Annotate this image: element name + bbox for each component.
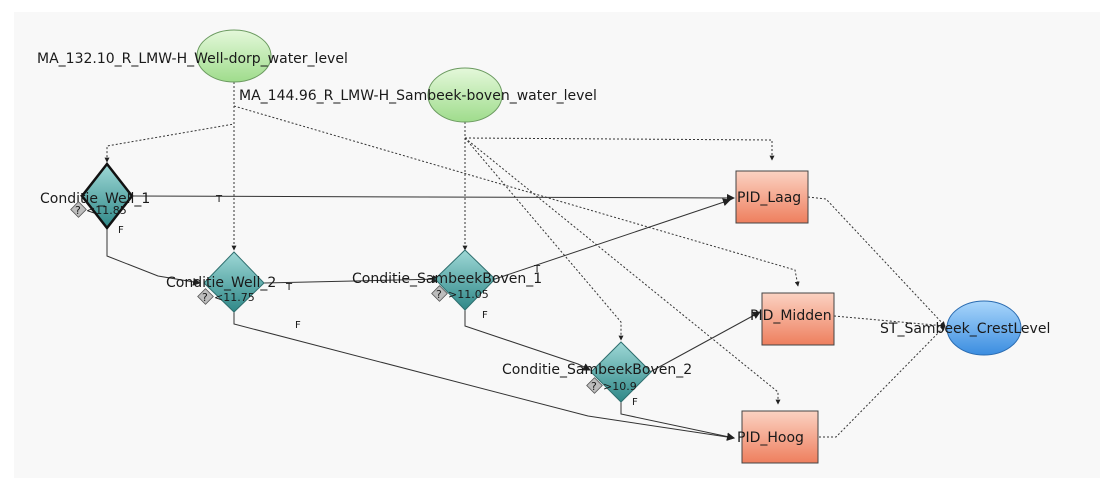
edge-well1-false-well2 bbox=[106, 228, 201, 286]
branch-label-true: T bbox=[533, 264, 541, 275]
input-node-sambeek-boven[interactable]: MA_144.96_R_LMW-H_Sambeek-boven_water_le… bbox=[239, 67, 597, 123]
pid-node-midden[interactable]: PID_Midden bbox=[750, 292, 835, 346]
pid-node-hoog[interactable]: PID_Hoog bbox=[737, 410, 819, 464]
edge-sambeek-to-laag bbox=[464, 122, 775, 161]
input-node-welldorp[interactable]: MA_132.10_R_LMW-H_Well-dorp_water_level bbox=[37, 29, 348, 83]
help-icon-glyph: ? bbox=[591, 380, 597, 393]
branch-label-false: F bbox=[295, 320, 301, 331]
edge-well2-true-cond1 bbox=[263, 275, 441, 284]
condition-node-sambeek-2[interactable]: Conditie_SambeekBoven_2 ? >10.9 bbox=[502, 341, 692, 403]
help-icon bbox=[431, 285, 448, 302]
help-icon-glyph: ? bbox=[436, 288, 442, 301]
input-label: MA_144.96_R_LMW-H_Sambeek-boven_water_le… bbox=[239, 88, 597, 104]
edge-hoog-to-output bbox=[819, 325, 946, 438]
edge-welldorp-to-well1 bbox=[104, 82, 235, 163]
edge-cond2-true-midden bbox=[649, 311, 761, 373]
edge-cond1-true-laag bbox=[494, 198, 731, 280]
help-icon bbox=[586, 377, 603, 394]
edge-cond2-false-hoog bbox=[620, 400, 735, 441]
pid-box bbox=[741, 410, 819, 464]
condition-node-well-1[interactable]: Conditie_Well_1 ? <11.85 bbox=[40, 161, 150, 231]
output-ellipse bbox=[946, 300, 1022, 356]
output-node-crest-level[interactable]: ST_Sambeek_CrestLevel bbox=[880, 300, 1050, 356]
input-label: MA_132.10_R_LMW-H_Well-dorp_water_level bbox=[37, 51, 348, 67]
output-label: ST_Sambeek_CrestLevel bbox=[880, 321, 1050, 337]
edge-welldorp-to-midden bbox=[233, 105, 800, 287]
pid-box bbox=[761, 292, 835, 346]
pid-label: PID_Midden bbox=[750, 308, 832, 324]
edge-well2-false-hoog bbox=[233, 310, 735, 441]
condition-node-sambeek-1[interactable]: Conditie_SambeekBoven_1 ? >11.05 bbox=[352, 249, 542, 311]
condition-diamond bbox=[590, 341, 652, 403]
condition-expr: <11.85 bbox=[86, 204, 127, 217]
input-ellipse bbox=[196, 29, 272, 83]
input-ellipse bbox=[427, 67, 503, 123]
condition-expr: >10.9 bbox=[603, 380, 637, 393]
branch-label-false: F bbox=[482, 310, 488, 321]
pid-box bbox=[735, 170, 809, 224]
edge-sambeek-to-cond2 bbox=[464, 137, 624, 341]
condition-diamond bbox=[80, 161, 134, 231]
pid-label: PID_Laag bbox=[737, 190, 801, 206]
condition-node-well-2[interactable]: Conditie_Well_2 ? <11.75 bbox=[166, 251, 276, 313]
help-icon bbox=[197, 288, 214, 305]
branch-labels: T F T F T F F bbox=[118, 194, 638, 408]
condition-diamond bbox=[203, 251, 265, 313]
edge-midden-to-output bbox=[833, 315, 946, 329]
condition-expr: <11.75 bbox=[214, 291, 255, 304]
help-icon-glyph: ? bbox=[202, 291, 208, 304]
branch-label-false: F bbox=[118, 225, 124, 236]
branch-label-true: T bbox=[285, 282, 293, 293]
branch-label-true: T bbox=[215, 194, 223, 205]
help-icon bbox=[70, 201, 87, 218]
pid-label: PID_Hoog bbox=[737, 430, 804, 446]
edge-well1-true-laag bbox=[131, 193, 735, 202]
condition-label: Conditie_Well_1 bbox=[40, 191, 150, 207]
help-icon-glyph: ? bbox=[75, 204, 81, 217]
condition-label: Conditie_SambeekBoven_2 bbox=[502, 362, 692, 378]
edge-cond1-false-cond2 bbox=[464, 310, 591, 371]
diagram-svg: T F T F T F F MA_132.10_R_LMW-H_Well-dor… bbox=[37, 29, 1050, 464]
condition-label: Conditie_Well_2 bbox=[166, 275, 276, 291]
branch-label-false: F bbox=[632, 397, 638, 408]
condition-expr: >11.05 bbox=[448, 288, 489, 301]
condition-diamond bbox=[434, 249, 496, 311]
condition-label: Conditie_SambeekBoven_1 bbox=[352, 271, 542, 287]
diagram-canvas: T F T F T F F MA_132.10_R_LMW-H_Well-dor… bbox=[14, 12, 1100, 478]
edges bbox=[104, 82, 946, 441]
pid-node-laag[interactable]: PID_Laag bbox=[735, 170, 809, 224]
